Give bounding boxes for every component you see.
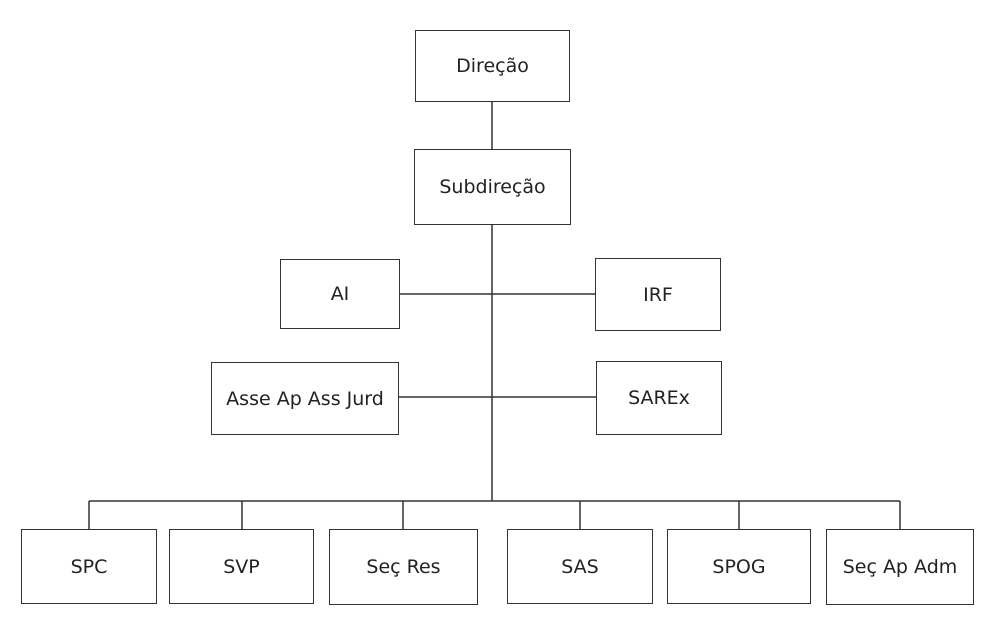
box-sas: SAS <box>507 529 653 604</box>
box-subdirecao-label: Subdireção <box>439 176 546 198</box>
box-ai: AI <box>280 259 400 329</box>
box-sec-res: Seç Res <box>329 529 478 605</box>
box-svp: SVP <box>169 529 314 604</box>
box-direcao-label: Direção <box>456 55 529 77</box>
box-spc: SPC <box>21 529 157 604</box>
box-asse-ap-ass-jurd-label: Asse Ap Ass Jurd <box>226 387 384 410</box>
box-subdirecao: Subdireção <box>414 149 571 225</box>
box-svp-label: SVP <box>223 555 260 578</box>
box-irf: IRF <box>595 258 721 331</box>
box-ai-label: AI <box>330 283 350 305</box>
box-sec-ap-adm: Seç Ap Adm <box>826 529 974 605</box>
box-spog-label: SPOG <box>712 555 766 578</box>
box-sec-ap-adm-label: Seç Ap Adm <box>842 556 958 578</box>
box-spc-label: SPC <box>70 555 108 578</box>
box-asse-ap-ass-jurd: Asse Ap Ass Jurd <box>211 362 399 435</box>
box-sas-label: SAS <box>561 555 599 578</box>
box-direcao: Direção <box>415 30 570 102</box>
box-spog: SPOG <box>667 529 811 604</box>
box-irf-label: IRF <box>643 283 673 306</box>
box-sarex: SAREx <box>596 361 722 435</box>
box-sarex-label: SAREx <box>628 387 690 409</box>
box-sec-res-label: Seç Res <box>366 556 441 578</box>
